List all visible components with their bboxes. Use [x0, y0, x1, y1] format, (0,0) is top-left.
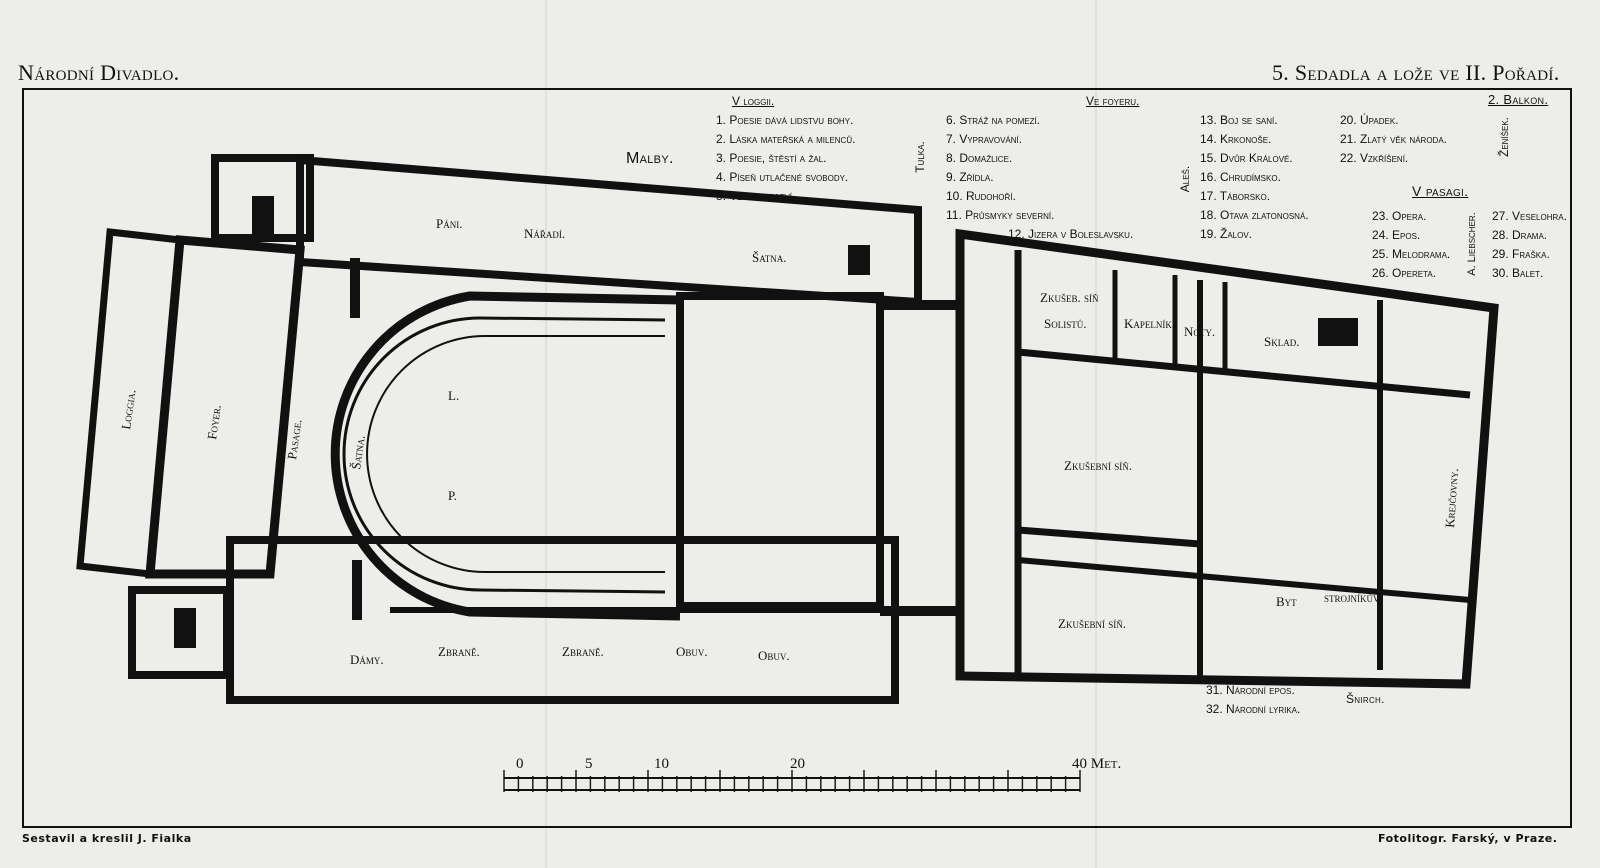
legend-item: 16. Chrudímsko.: [1200, 170, 1281, 184]
scale-label: 40 Met.: [1072, 756, 1121, 772]
legend-item: 26. Opereta.: [1372, 266, 1437, 280]
legend-item: 24. Epos.: [1372, 228, 1421, 242]
legend-item: 8. Domažlice.: [946, 151, 1013, 165]
legend-item: 15. Dvůr Králové.: [1200, 151, 1293, 165]
legend-item: 21. Zlatý věk národa.: [1340, 132, 1447, 146]
legend-ve-foyeru: Ve foyeru. 6. Stráž na pomezí. 7. Vyprav…: [946, 92, 1139, 244]
room-loggia: Loggia.: [118, 389, 138, 431]
room-satna-left: Šatna.: [348, 434, 368, 470]
legend-item: 22. Vzkříšení.: [1340, 151, 1409, 165]
drawing-frame: [22, 88, 1572, 828]
legend-item: 17. Táborsko.: [1200, 189, 1271, 203]
legend-item: 7. Vypravování.: [946, 132, 1023, 146]
legend-item: 3. Poesie, štěstí a žal.: [716, 151, 827, 165]
room-obuv-1: Obuv.: [676, 644, 708, 659]
legend-ve-foyeru-3: 20. Úpadek. 21. Zlatý věk národa. 22. Vz…: [1340, 111, 1447, 168]
legend-item: 9. Zřídla.: [946, 170, 994, 184]
room-solistu: Solistů.: [1044, 316, 1086, 331]
legend-balkon: 2. Balkon.: [1488, 92, 1549, 107]
legend-item: 23. Opera.: [1372, 209, 1427, 223]
legend-item: 12. Jizera v Boleslavsku.: [1008, 227, 1134, 241]
room-kapelnik: Kapelník.: [1124, 316, 1175, 331]
room-damy: Dámy.: [350, 652, 384, 667]
legend-item: 30. Balet.: [1492, 266, 1544, 280]
legend-v-pasagi-right: 27. Veselohra. 28. Drama. 29. Fraška. 30…: [1492, 207, 1567, 283]
room-zbrane-1: Zbraně.: [438, 644, 480, 659]
document-title: Národní Divadlo.: [18, 60, 180, 85]
legend-malby: Malby.: [626, 150, 674, 167]
legend-item: 14. Krkonoše.: [1200, 132, 1272, 146]
room-zkusebni-sin-1: Zkušební síň.: [1064, 458, 1132, 473]
room-strojnikuv: strojníkův.: [1324, 590, 1383, 605]
legend-item: 18. Otava zlatonosná.: [1200, 208, 1309, 222]
room-byt: Byt: [1276, 594, 1297, 609]
room-satna-top: Šatna.: [752, 250, 786, 265]
page-fold-right: [1095, 0, 1097, 868]
legend-item: 1. Poesie dává lidstvu bohy.: [716, 113, 854, 127]
scale-label: 0: [516, 756, 524, 772]
legend-item: 25. Melodrama.: [1372, 247, 1451, 261]
room-sklad: Sklad.: [1264, 334, 1299, 349]
scale-bar: [503, 770, 1081, 792]
room-seat-l: L.: [448, 388, 459, 403]
legend-item: 19. Žalov.: [1200, 227, 1253, 241]
room-krejcovny: Krejčovny.: [1442, 468, 1461, 529]
room-foyer: Foyer.: [204, 404, 224, 441]
legend-item: 29. Fraška.: [1492, 247, 1550, 261]
legend-ve-foyeru-2: 13. Boj se saní. 14. Krkonoše. 15. Dvůr …: [1200, 111, 1309, 244]
legend-heading-v-pasagi: V pasagi.: [1412, 183, 1469, 199]
room-pasage: Pasage.: [284, 418, 304, 460]
scale-label: 20: [790, 756, 805, 772]
legend-item: 2. Láska mateřská a milenců.: [716, 132, 856, 146]
room-pani: Páni.: [436, 216, 462, 231]
legend-heading-ve-foyeru: Ve foyeru.: [1086, 94, 1140, 108]
room-zbrane-2: Zbraně.: [562, 644, 604, 659]
plan-walls: [76, 154, 1499, 704]
page-fold-left: [545, 0, 547, 868]
legend-lower: 31. Národní epos. 32. Národní lyrika.: [1206, 681, 1300, 719]
legend-artist-snirch: Šnirch.: [1346, 692, 1385, 706]
room-zkusebni-sin-2: Zkušební síň.: [1058, 616, 1126, 631]
legend-item: 10. Rudohoří.: [946, 189, 1016, 203]
legend-item: 13. Boj se saní.: [1200, 113, 1278, 127]
scale-label: 5: [585, 756, 593, 772]
room-noty: Noty.: [1184, 324, 1215, 339]
room-zkusebni-sin-solistu: Zkušeb. síň: [1040, 290, 1099, 305]
footer-credit-left: Sestavil a kreslil J. Fialka: [22, 832, 192, 845]
legend-item: 32. Národní lyrika.: [1206, 702, 1301, 716]
legend-item: 20. Úpadek.: [1340, 113, 1399, 127]
footer-credit-right: Fotolitogr. Farský, v Praze.: [1378, 832, 1558, 845]
legend-item: 31. Národní epos.: [1206, 683, 1295, 697]
legend-item: 6. Stráž na pomezí.: [946, 113, 1041, 127]
legend-item: 11. Průsmyky severní.: [946, 208, 1055, 222]
room-seat-p: P.: [448, 488, 457, 503]
legend-item: 28. Drama.: [1492, 228, 1548, 242]
room-naradi: Nářadí.: [524, 226, 565, 241]
document-subtitle: 5. Sedadla a lože ve II. Pořadí.: [1272, 60, 1560, 85]
legend-v-pasagi-left: 23. Opera. 24. Epos. 25. Melodrama. 26. …: [1372, 207, 1450, 283]
legend-item: 4. Píseň utlačené svobody.: [716, 170, 849, 184]
room-obuv-2: Obuv.: [758, 648, 790, 663]
legend-heading-v-loggii: V loggii.: [732, 94, 775, 108]
legend-item: 27. Veselohra.: [1492, 209, 1567, 223]
scale-label: 10: [654, 756, 669, 772]
